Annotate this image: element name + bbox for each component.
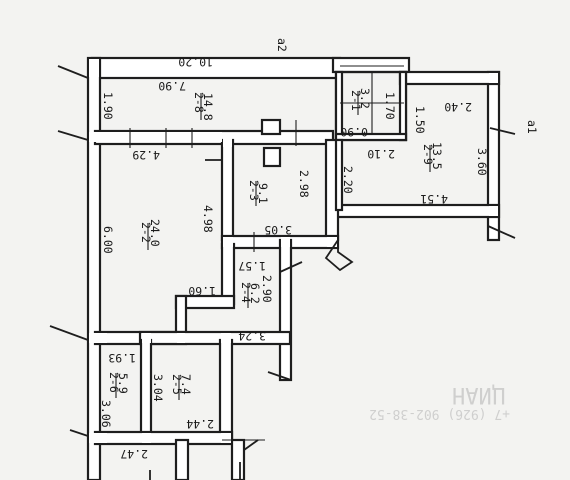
wall-top-left — [90, 56, 342, 80]
dim-304: 3.04 — [151, 374, 165, 402]
dim-498: 4.98 — [201, 205, 215, 233]
dim-190: 1.90 — [101, 92, 115, 120]
dim-193: 1.93 — [108, 351, 136, 365]
room-29-area: 13.5 — [430, 142, 444, 170]
room-29-id: 2-9 — [421, 144, 435, 165]
room-21-area: 3.2 — [358, 88, 372, 109]
dim-170: 1.70 — [383, 92, 397, 120]
room-24-area: 6.2 — [248, 283, 262, 304]
dim-160: 1.60 — [188, 284, 216, 298]
sink-fixture — [262, 146, 282, 168]
watermark-line-1: ЦИАН — [452, 382, 505, 407]
dim-306: 3.06 — [99, 400, 113, 428]
wall-24-right — [278, 238, 293, 382]
wall-25-right — [218, 338, 234, 444]
room-21-walls — [334, 70, 408, 212]
dim-451: 4.51 — [420, 192, 448, 206]
wall-lower-horizontal — [93, 430, 234, 446]
wall-lower-right — [230, 438, 246, 480]
dim-157: 1.57 — [238, 259, 266, 273]
dim-090: 0.90 — [340, 125, 368, 139]
dim-290: 2.90 — [260, 275, 274, 303]
wall-joints — [89, 59, 498, 443]
wall-22-23 — [220, 138, 235, 242]
watermark: ЦИАН +7 (926) 902-38-52 — [369, 382, 510, 421]
room-22-area: 24.0 — [148, 219, 162, 247]
wall-bottom-29 — [330, 203, 501, 219]
dim-298: 2.98 — [297, 170, 311, 198]
dim-220: 2.20 — [341, 166, 355, 194]
wall-mid-horizontal — [138, 330, 292, 346]
dim-210: 2.10 — [367, 147, 395, 161]
room-21-id: 2-1 — [349, 90, 363, 111]
room-26-id: 2-6 — [107, 372, 121, 393]
exterior-ticks — [49, 65, 516, 480]
wall-top-right — [331, 56, 411, 74]
wall-26-25 — [139, 338, 153, 442]
room-24-id: 2-4 — [239, 282, 253, 303]
dim-top-1020: 10.20 — [178, 55, 213, 69]
dim-150: 1.50 — [413, 106, 427, 134]
wall-top-29 — [398, 70, 501, 86]
dim-790: 7.90 — [158, 79, 186, 93]
axis-a2-label: a2 — [275, 38, 289, 52]
labels: a2 a1 10.20 7.90 1.90 2-8 14.8 2-1 3.2 1… — [99, 38, 539, 461]
wall-left-outer — [86, 56, 102, 480]
dim-600: 6.00 — [101, 226, 115, 254]
room-25-id: 2-5 — [170, 374, 184, 395]
axis-a1-label: a1 — [525, 120, 539, 134]
room-23-area: 9.1 — [256, 183, 270, 204]
watermark-line-2: +7 (926) 902-38-52 — [369, 406, 510, 421]
dim-429: 4.29 — [132, 148, 160, 162]
room-22-id: 2-2 — [139, 222, 153, 243]
dim-244: 2.44 — [186, 417, 214, 431]
room-25-area: 7.4 — [179, 374, 193, 395]
dim-324: 3.24 — [238, 329, 266, 343]
room-28-area: 14.8 — [201, 93, 215, 121]
dim-240: 2.40 — [444, 100, 472, 114]
dim-247: 2.47 — [120, 447, 148, 461]
wall-lower-mid — [174, 438, 190, 480]
walls — [86, 56, 501, 480]
socket-fixture — [260, 118, 282, 136]
fixtures — [129, 65, 404, 441]
room-23-id: 2-3 — [247, 180, 261, 201]
dim-360: 3.60 — [475, 148, 489, 176]
dim-305: 3.05 — [264, 223, 292, 237]
room-28-id: 2-8 — [192, 92, 206, 113]
room-26-area: 5.9 — [116, 373, 130, 394]
